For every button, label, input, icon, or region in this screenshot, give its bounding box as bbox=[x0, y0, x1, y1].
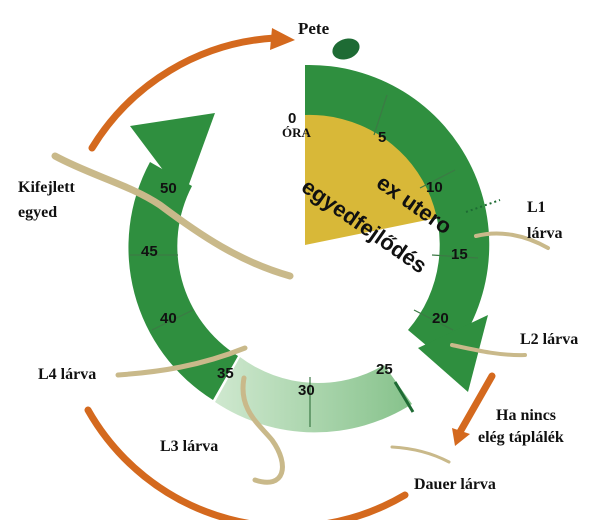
tick-35: 35 bbox=[217, 365, 234, 382]
tick-40: 40 bbox=[160, 310, 177, 327]
stage-adult-label-line2: egyed bbox=[18, 204, 57, 221]
starvation-label-line2: elég táplálék bbox=[478, 429, 564, 446]
stage-adult-label-line1: Kifejlett bbox=[18, 179, 76, 196]
egg-icon bbox=[329, 35, 362, 63]
tick-25: 25 bbox=[376, 361, 393, 378]
tick-20: 20 bbox=[432, 310, 449, 327]
stage-dauer-label: Dauer lárva bbox=[414, 476, 496, 493]
tick-15: 15 bbox=[451, 246, 468, 263]
stage-l3-label: L3 lárva bbox=[160, 438, 218, 455]
tick-5: 5 bbox=[378, 129, 386, 146]
stage-l2-label: L2 lárva bbox=[520, 331, 578, 348]
tick-30: 30 bbox=[298, 382, 315, 399]
hour-zero-unit: ÓRA bbox=[282, 125, 312, 140]
dauer-worm-icon bbox=[392, 447, 449, 462]
tick-45: 45 bbox=[141, 243, 158, 260]
stage-l4-label: L4 lárva bbox=[38, 366, 96, 383]
stage-egg-label: Pete bbox=[298, 19, 330, 38]
tick-10: 10 bbox=[426, 179, 443, 196]
orange-arrowhead-top bbox=[270, 28, 295, 50]
starvation-label-line1: Ha nincs bbox=[496, 407, 556, 424]
stage-l1-label-line1: L1 bbox=[527, 199, 546, 216]
tick-50: 50 bbox=[160, 180, 177, 197]
stage-l1-label-line2: lárva bbox=[527, 225, 563, 242]
